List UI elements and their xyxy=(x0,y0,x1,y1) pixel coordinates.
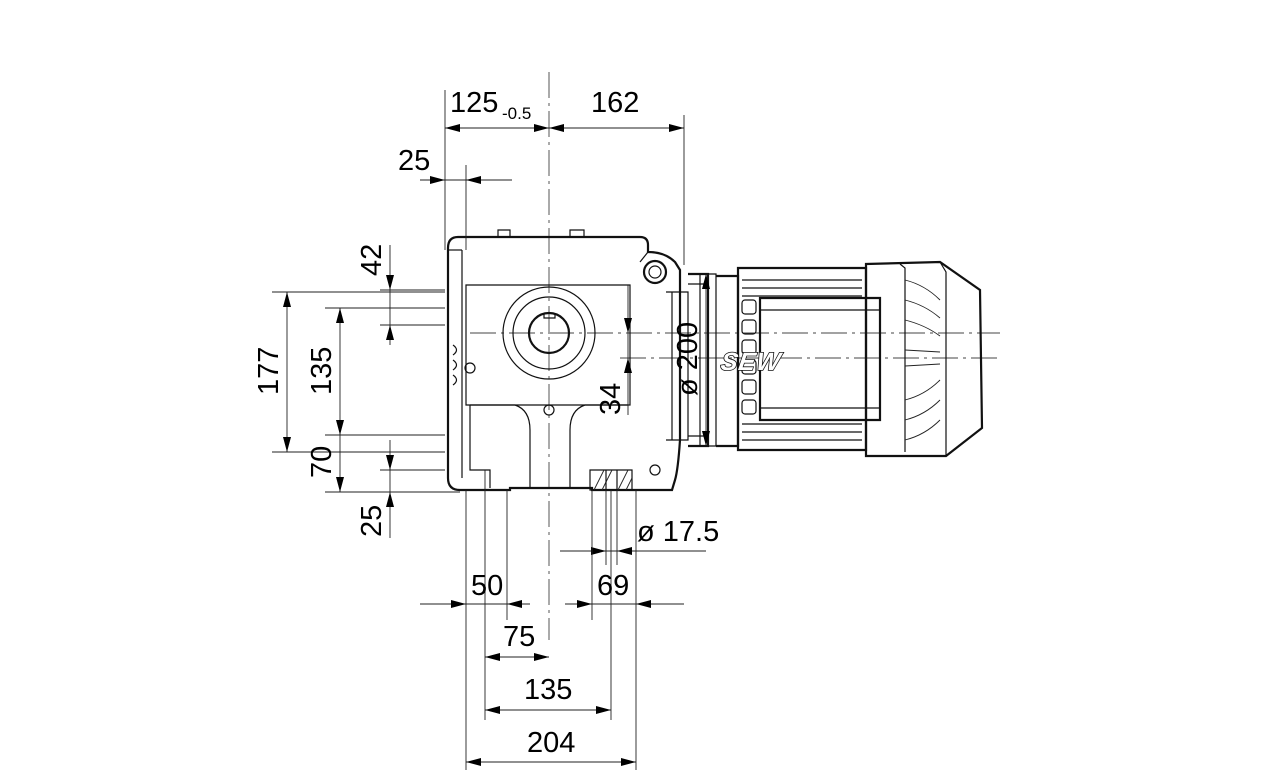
motor-brand-label: SEW xyxy=(719,348,784,376)
electric-motor: SEW xyxy=(688,260,984,458)
dim-center-34: 34 xyxy=(595,383,627,415)
dimension-labels: 125 -0.5 162 25 42 177 135 70 25 34 ø 20… xyxy=(253,87,719,759)
dim-left-135: 135 xyxy=(306,347,338,395)
center-lines xyxy=(470,72,1000,640)
dim-bottom-69: 69 xyxy=(597,570,629,602)
dim-flange-dia-200: ø 200 xyxy=(672,322,704,396)
dim-left-177: 177 xyxy=(253,347,285,395)
dim-bottom-75: 75 xyxy=(503,621,535,653)
dimension-lines xyxy=(272,90,710,770)
dim-top-tolerance: -0.5 xyxy=(502,104,531,123)
gear-housing xyxy=(446,229,689,492)
dim-left-42: 42 xyxy=(356,244,388,276)
dim-top-25: 25 xyxy=(398,145,430,177)
dim-top-125: 125 xyxy=(450,87,498,119)
dim-hole-dia-17-5: ø 17.5 xyxy=(637,516,719,548)
dim-bottom-135: 135 xyxy=(524,674,572,706)
dim-bottom-50: 50 xyxy=(471,570,503,602)
dim-left-25: 25 xyxy=(356,505,388,537)
dim-bottom-204: 204 xyxy=(527,727,575,759)
dim-left-70: 70 xyxy=(306,446,338,478)
dim-top-162: 162 xyxy=(591,87,639,119)
